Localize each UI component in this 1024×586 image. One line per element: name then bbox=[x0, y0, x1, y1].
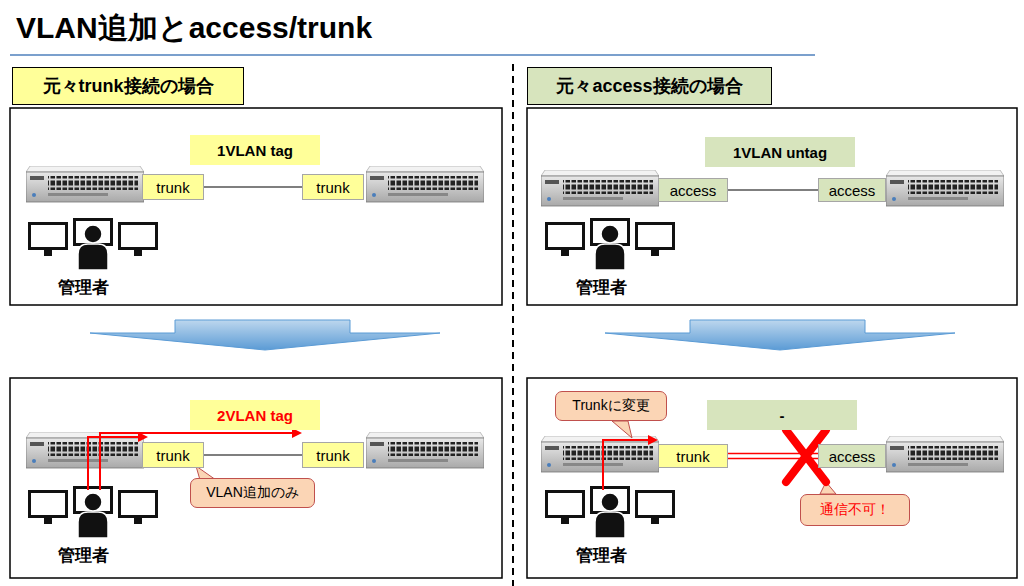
link-line bbox=[728, 190, 818, 191]
node-text: 1VLAN tag bbox=[217, 142, 293, 159]
callout-box: VLAN追加のみ bbox=[190, 478, 315, 508]
node-text: trunk bbox=[156, 179, 189, 196]
admin-label: 管理者 bbox=[58, 276, 109, 299]
node-text: 通信不可！ bbox=[820, 501, 890, 519]
port-mode-box: access bbox=[658, 178, 728, 202]
node-text: 1VLAN untag bbox=[733, 144, 827, 161]
node-text: trunk bbox=[316, 179, 349, 196]
node-text: 元々trunk接続の場合 bbox=[43, 74, 214, 98]
node-text: trunk bbox=[156, 447, 189, 464]
port-mode-box: trunk bbox=[142, 174, 204, 200]
node-text: Trunkに変更 bbox=[572, 397, 649, 415]
node-text: 元々access接続の場合 bbox=[556, 74, 742, 98]
section-header: 元々access接続の場合 bbox=[527, 67, 772, 105]
node-text: access bbox=[670, 182, 717, 199]
node-text: trunk bbox=[676, 448, 709, 465]
vlan-band: 2VLAN tag bbox=[190, 400, 320, 430]
callout-box: Trunkに変更 bbox=[555, 391, 667, 421]
port-mode-box: trunk bbox=[658, 444, 728, 468]
link-line bbox=[204, 455, 302, 456]
vlan-band: 1VLAN tag bbox=[190, 135, 320, 165]
port-mode-box: trunk bbox=[302, 442, 364, 468]
vlan-band: 1VLAN untag bbox=[705, 137, 855, 167]
node-text: access bbox=[829, 448, 876, 465]
link-line bbox=[204, 187, 302, 188]
node-text: trunk bbox=[316, 447, 349, 464]
port-mode-box: trunk bbox=[302, 174, 364, 200]
vlan-band: - bbox=[707, 400, 857, 430]
callout-box: 通信不可！ bbox=[800, 494, 910, 526]
node-text: VLAN追加のみ bbox=[206, 484, 299, 502]
node-text: 2VLAN tag bbox=[217, 407, 293, 424]
admin-label: 管理者 bbox=[576, 544, 627, 567]
node-text: access bbox=[829, 182, 876, 199]
section-header: 元々trunk接続の場合 bbox=[12, 67, 244, 105]
page-title: VLAN追加とaccess/trunk bbox=[16, 8, 372, 49]
admin-label: 管理者 bbox=[576, 276, 627, 299]
port-mode-box: access bbox=[818, 444, 886, 468]
port-mode-box: trunk bbox=[142, 442, 204, 468]
node-text: - bbox=[780, 407, 785, 424]
admin-label: 管理者 bbox=[58, 544, 109, 567]
port-mode-box: access bbox=[818, 178, 886, 202]
